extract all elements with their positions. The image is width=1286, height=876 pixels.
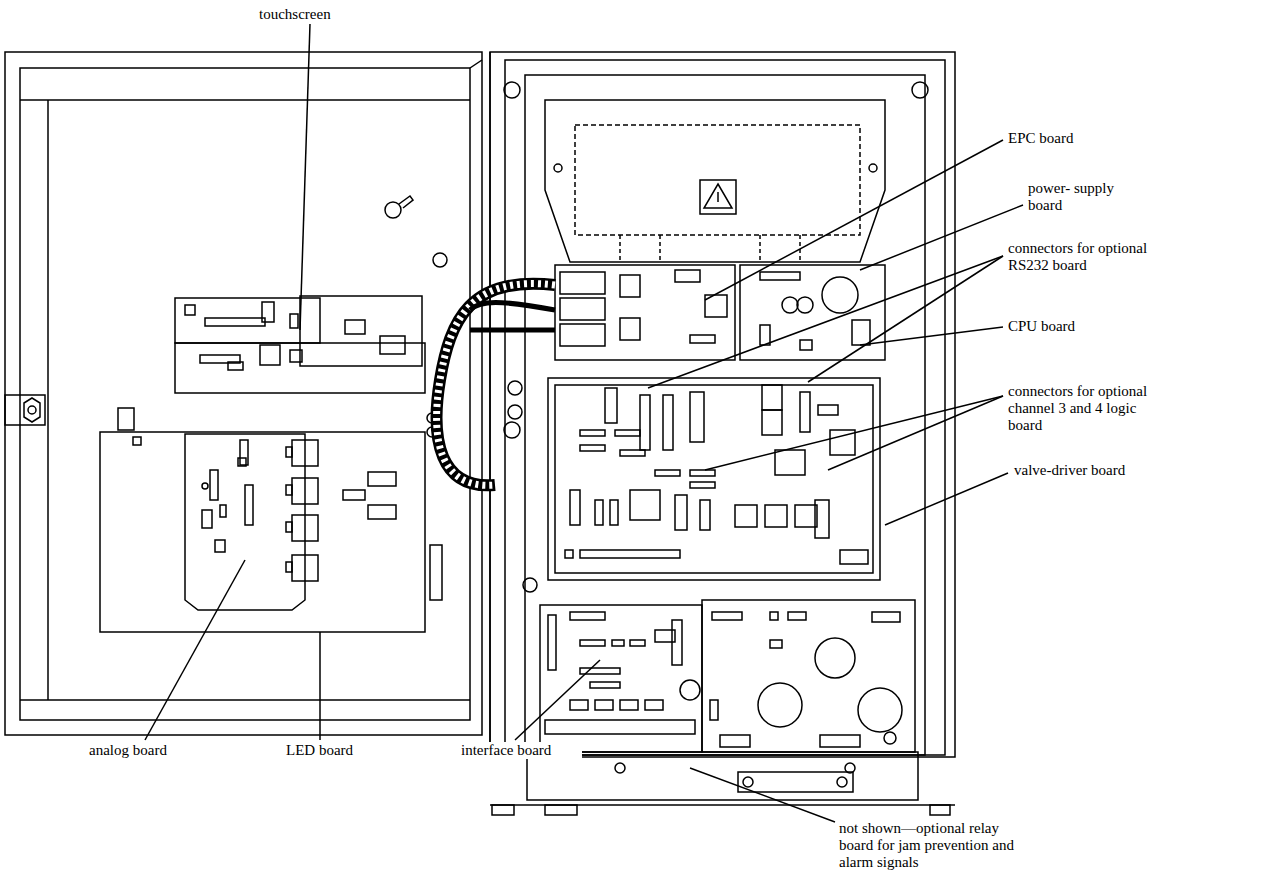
part-label: valve-driver board xyxy=(1013,462,1175,479)
part-label: interface board xyxy=(460,742,582,759)
part-label: EPC board xyxy=(1007,130,1129,147)
part-label: CPU board xyxy=(1007,318,1129,335)
part-label: connectors for optional channel 3 and 4 … xyxy=(1007,383,1159,434)
part-label: touchscreen xyxy=(258,6,380,23)
part-label: analog board xyxy=(88,742,210,759)
part-label: not shown—optional relay board for jam p… xyxy=(838,820,1030,871)
part-label: LED board xyxy=(285,742,387,759)
part-label: power- supply board xyxy=(1027,180,1139,214)
part-label: connectors for optional RS232 board xyxy=(1007,240,1159,274)
